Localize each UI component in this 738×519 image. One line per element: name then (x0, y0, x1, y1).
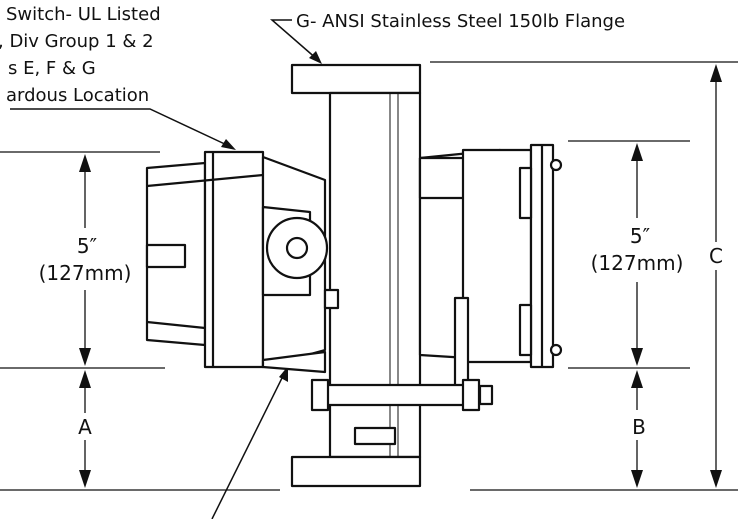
flange-leader-line (269, 19, 319, 61)
bottom-leader-line (211, 375, 284, 519)
clamp-nut-left (310, 378, 330, 412)
switch-note-line-4: ardous Location (6, 85, 149, 106)
dimension-right-height: 5″ (127mm) (591, 143, 684, 366)
clamp-nut-right (461, 378, 481, 412)
right-screw-top (549, 158, 563, 172)
dim-left-arrow-up (79, 154, 91, 172)
dimension-B: B (631, 370, 646, 488)
flange-note: G- ANSI Stainless Steel 150lb Flange (296, 11, 625, 32)
dim-a-arrow-down (79, 470, 91, 488)
dim-c-label: C (709, 244, 723, 268)
right-latch-top (518, 166, 533, 220)
extension-lines (0, 61, 738, 491)
bottom-flange (290, 455, 422, 488)
switch-callout: Switch- UL Listed , Div Group 1 & 2 s E,… (0, 4, 236, 150)
bottom-leader-arrow (279, 366, 288, 382)
dim-right-arrow-up (631, 143, 643, 161)
right-mount-bracket (453, 296, 470, 395)
clamp-rod (318, 383, 467, 407)
switch-leader-arrow (221, 139, 236, 150)
left-lower-flare (261, 350, 327, 374)
left-switch-housing (145, 150, 340, 374)
dim-b-arrow-down (631, 470, 643, 488)
switch-leader-line (10, 108, 230, 147)
dim-left-value: 5″ (77, 234, 97, 258)
dimension-C: C (709, 64, 723, 488)
right-stub-top (418, 156, 467, 200)
dim-b-arrow-up (631, 370, 643, 388)
dim-right-arrow-down (631, 348, 643, 366)
dim-c-arrow-up (710, 64, 722, 82)
right-switch-housing (418, 143, 563, 395)
left-housing-edge-2 (146, 320, 206, 330)
switch-note-line-2: , Div Group 1 & 2 (0, 31, 154, 52)
left-small-bracket (323, 288, 340, 310)
clamp-bolt-end (478, 384, 494, 406)
dimension-A: A (78, 370, 92, 488)
left-housing-edge (146, 173, 264, 188)
flange-callout: G- ANSI Stainless Steel 150lb Flange (269, 11, 625, 64)
top-flange (290, 63, 422, 95)
right-screw-bottom (549, 343, 563, 357)
flange-leader-arrow (309, 51, 322, 64)
switch-note-line-1: Switch- UL Listed (6, 4, 161, 25)
dim-b-label: B (632, 415, 646, 439)
dim-right-value: 5″ (630, 224, 650, 248)
mount-bolt-hole (285, 236, 309, 260)
dim-left-metric: (127mm) (39, 261, 132, 285)
right-latch-bottom (518, 303, 533, 357)
left-conduit (145, 243, 187, 269)
dim-left-arrow-down (79, 348, 91, 366)
pipe-window (353, 426, 397, 446)
switch-note-line-3: s E, F & G (8, 58, 96, 79)
left-housing-body (203, 150, 265, 369)
dimension-left-height: 5″ (127mm) (39, 154, 132, 366)
clamp-assembly (310, 378, 494, 412)
dim-a-label: A (78, 415, 92, 439)
dim-a-arrow-up (79, 370, 91, 388)
dim-c-arrow-down (710, 470, 722, 488)
dim-right-metric: (127mm) (591, 251, 684, 275)
